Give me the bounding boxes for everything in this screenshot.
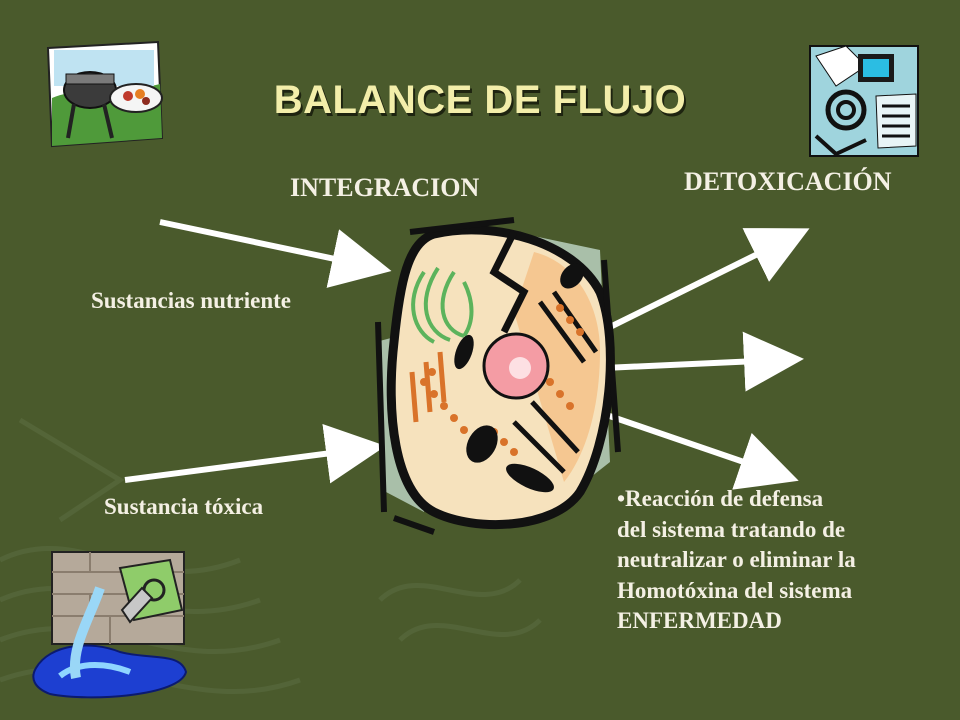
- label-detoxicacion: DETOXICACIÓN: [684, 167, 892, 196]
- description-line: •Reacción de defensa: [617, 486, 824, 511]
- description-line: Homotóxina del sistema: [617, 577, 853, 603]
- arrow-out-middle: [603, 331, 804, 392]
- arrow-out-top: [602, 228, 810, 333]
- description-line: del sistema tratando de: [617, 516, 846, 542]
- description-line: neutralizar o eliminar la: [617, 547, 856, 572]
- arrow-out-bottom: [597, 409, 799, 490]
- grill-clipart-icon: [46, 40, 164, 148]
- water-spill-clipart-icon: [32, 551, 188, 699]
- label-sustancias-nutriente: Sustancias nutriente: [91, 288, 291, 313]
- computer-clipart-icon: [809, 45, 919, 157]
- arrow-nutrient-in: [159, 219, 392, 288]
- arrow-toxic-in: [124, 423, 386, 484]
- description-line: ENFERMEDAD: [617, 608, 782, 633]
- cell-clipart-icon: [375, 217, 621, 535]
- slide-title: BALANCE DE FLUJO: [273, 78, 687, 122]
- label-integracion: INTEGRACION: [290, 173, 480, 202]
- description-block: •Reacción de defensa del sistema tratand…: [617, 484, 957, 637]
- label-sustancia-toxica: Sustancia tóxica: [104, 494, 264, 519]
